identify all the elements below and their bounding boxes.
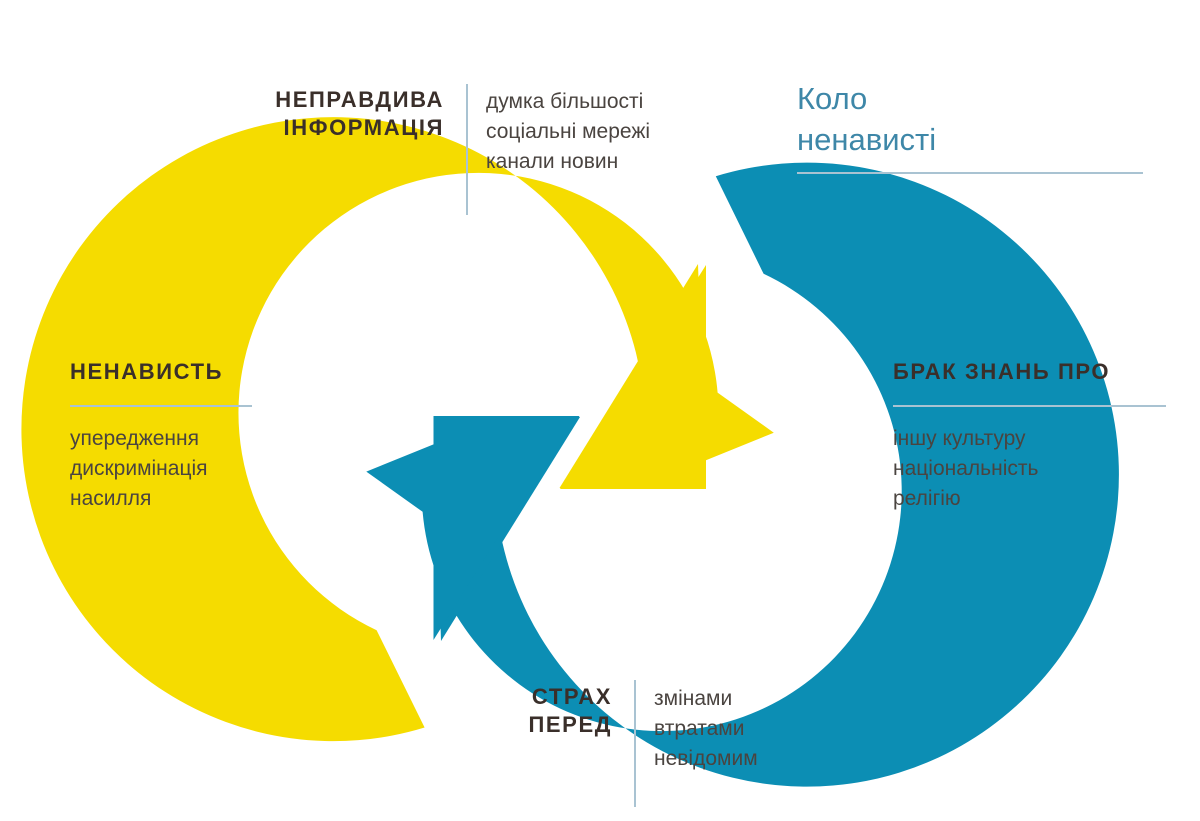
yellow-cycle-arrow [21, 117, 774, 742]
yellow-arc-body [21, 117, 774, 742]
node-lack-of-knowledge-rule [893, 404, 1166, 407]
node-fear-of-heading: СТРАХ ПЕРЕД [528, 684, 612, 737]
page-title-rule [797, 172, 1143, 175]
node-lack-of-knowledge-heading: БРАК ЗНАНЬ ПРО [893, 359, 1111, 384]
page-title-block: Коло ненависті [797, 78, 1143, 175]
list-item: втратами [654, 717, 745, 741]
list-item: думка більшості [486, 90, 644, 113]
node-lack-of-knowledge: БРАК ЗНАНЬ ПРО іншу культуру національні… [893, 358, 1166, 514]
yellow-arrow-head-fill [560, 265, 706, 489]
node-false-information-heading: НЕПРАВДИВА ІНФОРМАЦІЯ [275, 87, 444, 140]
list-item: соціальні мережі [486, 120, 651, 144]
list-item: змінами [654, 687, 733, 710]
node-false-information-divider [466, 84, 468, 215]
node-false-information: НЕПРАВДИВА ІНФОРМАЦІЯ думка більшості со… [232, 84, 692, 215]
page-title: Коло ненависті [797, 81, 937, 158]
node-fear-of-divider [634, 680, 636, 807]
node-hatred-heading: НЕНАВИСТЬ [70, 359, 224, 384]
teal-arc-body [366, 162, 1119, 787]
list-item: релігію [893, 487, 961, 511]
node-hatred: НЕНАВИСТЬ упередження дискримінація наси… [70, 358, 252, 514]
node-hatred-items: упередження дискримінація насилля [70, 424, 252, 515]
list-item: насилля [70, 487, 152, 511]
node-fear-of: СТРАХ ПЕРЕД змінами втратами невідомим [420, 680, 840, 807]
teal-cycle-arrow [366, 162, 1119, 787]
node-lack-of-knowledge-items: іншу культуру національність релігію [893, 424, 1166, 515]
teal-arrow-head-fill [433, 416, 580, 640]
list-item: дискримінація [70, 456, 208, 480]
list-item: канали новин [486, 150, 619, 174]
node-false-information-items: думка більшості соціальні мережі канали … [468, 84, 650, 178]
node-hatred-rule [70, 404, 252, 407]
list-item: упередження [70, 426, 199, 450]
list-item: національність [893, 456, 1039, 480]
list-item: невідомим [654, 747, 758, 771]
node-fear-of-items: змінами втратами невідомим [636, 680, 758, 775]
list-item: іншу культуру [893, 426, 1026, 450]
